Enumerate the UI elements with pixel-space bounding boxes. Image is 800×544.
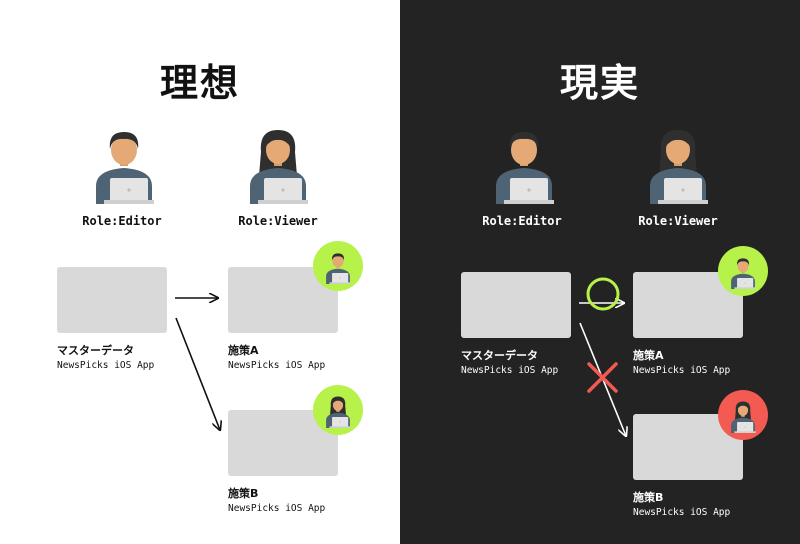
- ideal-viewer-role-label: Role:Viewer: [238, 214, 318, 228]
- ideal-measure-a-title: 施策A: [228, 344, 259, 357]
- ideal-measure-a-subtitle: NewsPicks iOS App: [228, 360, 326, 371]
- reality-measure-a-subtitle: NewsPicks iOS App: [633, 365, 731, 376]
- reality-master-data-title: マスターデータ: [461, 349, 538, 362]
- ideal-arrow-to-measure-b: [175, 317, 220, 430]
- circle-mark-icon: [586, 277, 620, 311]
- ideal-arrows: [175, 0, 400, 544]
- reality-measure-b-title: 施策B: [633, 491, 664, 504]
- ideal-panel: 理想 Role:Editor Role:Viewer マスターデータ NewsP…: [57, 0, 400, 544]
- ideal-title: 理想: [159, 61, 240, 105]
- ideal-measure-b-title: 施策B: [228, 487, 259, 500]
- reality-title: 現実: [559, 61, 640, 105]
- reality-arrows: [579, 277, 800, 544]
- ideal-master-data-card: [57, 267, 167, 333]
- reality-measure-a-editor-badge: [718, 246, 768, 296]
- ideal-measure-b-subtitle: NewsPicks iOS App: [228, 503, 326, 514]
- ideal-measure-a-editor-badge: [313, 241, 363, 291]
- reality-viewer-role-label: Role:Viewer: [638, 214, 718, 228]
- reality-master-data-card: [461, 272, 571, 338]
- reality-measure-b-subtitle: NewsPicks iOS App: [633, 507, 731, 518]
- reality-measure-b-viewer-badge: [718, 390, 768, 440]
- reality-editor-role-label: Role:Editor: [482, 214, 562, 228]
- reality-measure-a-title: 施策A: [633, 349, 664, 362]
- reality-panel: 現実 Role:Editor Role:Viewer マスターデータ NewsP…: [400, 0, 800, 544]
- ideal-measure-b-viewer-badge: [313, 385, 363, 435]
- ideal-editor-role-label: Role:Editor: [82, 214, 162, 228]
- ideal-master-data-subtitle: NewsPicks iOS App: [57, 360, 155, 371]
- reality-master-data-subtitle: NewsPicks iOS App: [461, 365, 559, 376]
- ideal-master-data-title: マスターデータ: [57, 344, 134, 357]
- cross-mark-icon: [587, 362, 618, 393]
